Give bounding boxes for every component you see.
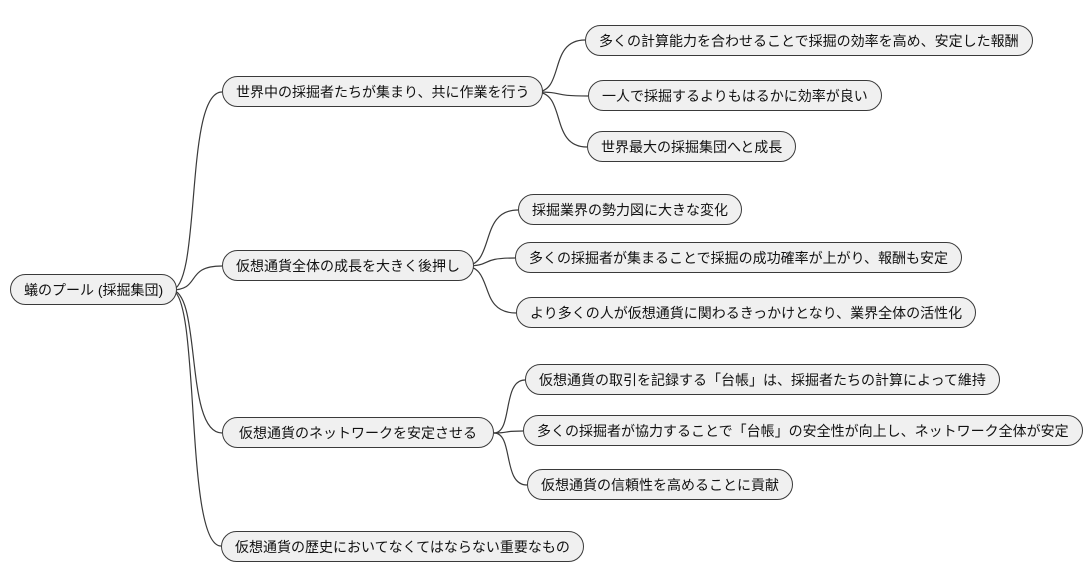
leaf-node-2-1[interactable]: 採掘業界の勢力図に大きな変化 [518, 194, 742, 225]
edge-root-branch-2 [170, 265, 223, 291]
leaf-node-2-2[interactable]: 多くの採掘者が集まることで採掘の成功確率が上がり、報酬も安定 [515, 242, 963, 273]
leaf-node-3-2[interactable]: 多くの採掘者が協力することで「台帳」の安全性が向上し、ネットワーク全体が安定 [523, 415, 1083, 446]
edge-branch-3-leaf-2 [493, 430, 524, 434]
leaf-node-3-3[interactable]: 仮想通貨の信頼性を高めることに貢献 [527, 469, 793, 500]
mindmap-root-node[interactable]: 蟻のプール (採掘集団) [10, 274, 178, 305]
leaf-node-3-1[interactable]: 仮想通貨の取引を記録する「台帳」は、採掘者たちの計算によって維持 [525, 364, 1000, 395]
edge-branch-1-leaf-1 [535, 39, 586, 93]
edge-branch-1-leaf-2 [535, 91, 589, 97]
branch-node-1[interactable]: 世界中の採掘者たちが集まり、共に作業を行う [222, 76, 544, 107]
edge-root-branch-1 [170, 91, 223, 291]
leaf-node-1-1[interactable]: 多くの計算能力を合わせることで採掘の効率を高め、安定した報酬 [585, 25, 1033, 56]
edge-branch-3-leaf-1 [493, 379, 526, 434]
branch-node-2[interactable]: 仮想通貨全体の成長を大きく後押し [222, 250, 474, 281]
edge-branch-3-leaf-3 [493, 432, 528, 486]
leaf-node-2-3[interactable]: より多くの人が仮想通貨に関わるきっかけとなり、業界全体の活性化 [516, 297, 977, 328]
branch-node-4[interactable]: 仮想通貨の歴史においてなくてはならない重要なもの [221, 531, 584, 562]
edge-root-branch-3 [170, 289, 223, 434]
leaf-node-1-2[interactable]: 一人で採掘するよりもはるかに効率が良い [588, 80, 882, 111]
edge-branch-1-leaf-3 [535, 91, 588, 148]
branch-node-3[interactable]: 仮想通貨のネットワークを安定させる [222, 417, 494, 448]
edge-root-branch-4 [170, 289, 222, 547]
leaf-node-1-3[interactable]: 世界最大の採掘集団へと成長 [587, 131, 797, 162]
